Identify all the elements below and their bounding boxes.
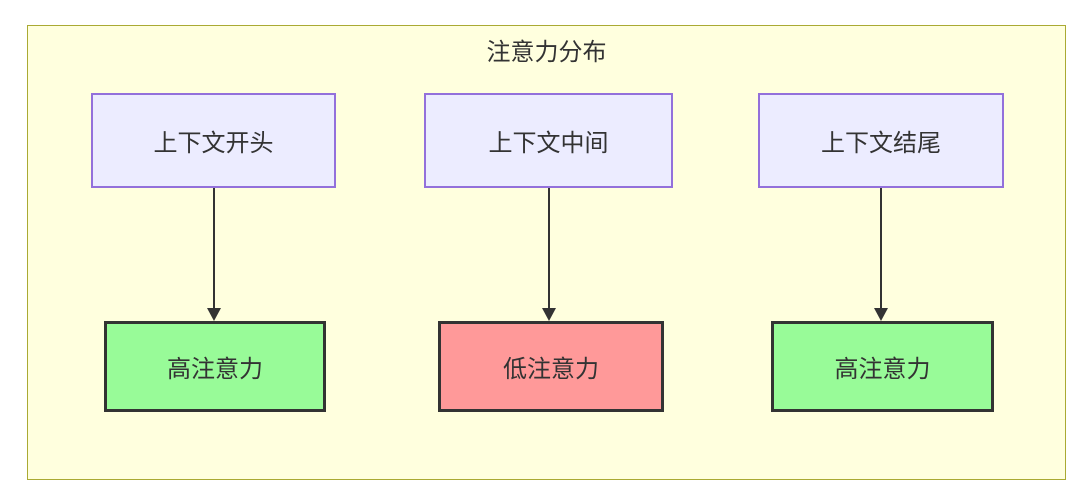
node-context-middle-label: 上下文中间 [488, 130, 609, 157]
arrow-head-icon [207, 308, 221, 321]
arrow-end-to-result [874, 188, 888, 321]
node-context-start: 上下文开头 [91, 93, 336, 188]
node-context-start-label: 上下文开头 [153, 130, 274, 157]
node-attention-middle-label: 低注意力 [503, 356, 599, 383]
attention-distribution-cluster: 注意力分布 上下文开头 高注意力 上下文中间 低注意力 上下文结尾 [27, 25, 1066, 480]
node-attention-start-label: 高注意力 [167, 356, 263, 383]
arrow-line [548, 188, 550, 308]
node-context-end-label: 上下文结尾 [821, 130, 941, 157]
arrow-middle-to-result [542, 188, 556, 321]
node-attention-start: 高注意力 [104, 321, 326, 412]
arrow-line [213, 188, 215, 308]
arrow-line [880, 188, 882, 308]
node-attention-end-label: 高注意力 [834, 356, 931, 383]
node-context-end: 上下文结尾 [758, 93, 1004, 188]
cluster-title: 注意力分布 [486, 39, 607, 66]
arrow-start-to-result [207, 188, 221, 321]
node-context-middle: 上下文中间 [424, 93, 673, 188]
arrow-head-icon [542, 308, 556, 321]
node-attention-middle: 低注意力 [438, 321, 664, 412]
node-attention-end: 高注意力 [771, 321, 994, 412]
arrow-head-icon [874, 308, 888, 321]
